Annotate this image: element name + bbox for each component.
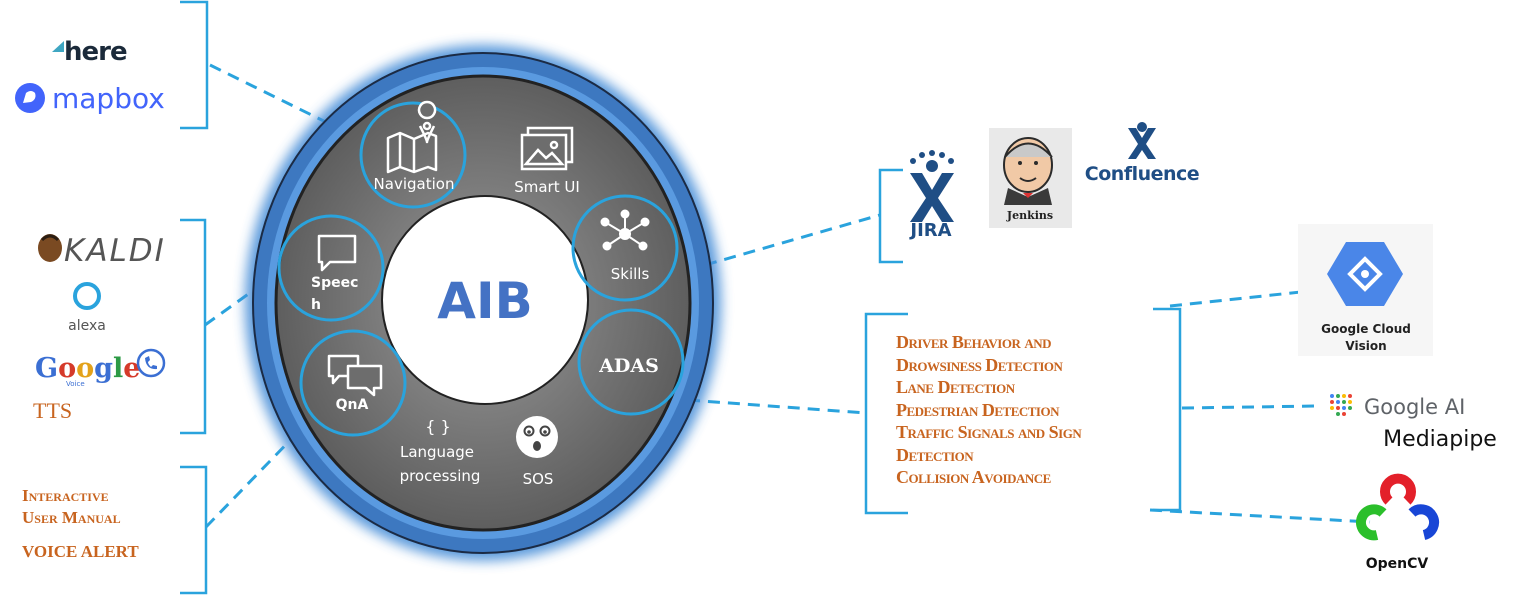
connector-adas: [687, 398, 867, 415]
sos-face-icon: [516, 416, 558, 458]
connector-opencv: [1149, 508, 1371, 524]
adas-feature: Lane Detection: [896, 377, 1015, 397]
jenkins-logo: [989, 128, 1072, 228]
segment-language-line2: processing: [400, 467, 481, 485]
opencv-logo-mark: [1355, 473, 1440, 541]
here-logo: here: [64, 37, 127, 67]
opencv-logo: OpenCV: [1366, 556, 1429, 572]
segment-sos: SOS: [523, 470, 554, 488]
mediapipe-label: Mediapipe: [1383, 427, 1497, 452]
segment-smart-ui: Smart UI: [514, 178, 580, 196]
manual-line1: Interactive: [22, 486, 109, 505]
aib-hub: [245, 45, 721, 561]
connector-manual: [204, 423, 307, 529]
vision-line2: Vision: [1345, 339, 1386, 353]
jira-logo: JIRA: [908, 220, 951, 241]
vision-line1: Google Cloud: [1321, 322, 1411, 336]
here-logo-mark: [52, 41, 64, 52]
bracket-maps: [180, 0, 209, 130]
google-ai-logo-mark: [1330, 394, 1352, 416]
bracket-tools: [878, 168, 903, 264]
speech-bubble-icon: [317, 234, 357, 272]
adas-feature: Drowsiness Detection: [896, 354, 1063, 375]
navigation-circle: [359, 101, 467, 209]
adas-feature-list: Driver Behavior and Drowsiness Detection…: [896, 331, 1166, 489]
google-ai-logo: Google AI: [1364, 395, 1465, 419]
adas-circle: [577, 308, 685, 416]
connector-vision: [1169, 289, 1311, 308]
segment-navigation: Navigation: [374, 175, 455, 193]
manual-line3: VOICE ALERT: [22, 542, 139, 561]
connector-skills-tools: [704, 213, 881, 267]
bracket-manual: [180, 465, 208, 595]
adas-feature: Collision Avoidance: [896, 467, 1051, 487]
kaldi-logo-mark: [38, 234, 62, 262]
adas-feature: Traffic Signals and Sign: [896, 422, 1082, 442]
segment-language-braces: { }: [425, 417, 450, 436]
skills-circle: [571, 194, 679, 302]
segment-speech-line2: h: [311, 297, 321, 313]
alexa-logo: alexa: [68, 318, 106, 334]
hub-title: AIB: [437, 272, 532, 330]
segment-qna: QnA: [336, 397, 369, 413]
segment-speech-line1: Speec: [311, 275, 358, 291]
connector-speech: [204, 268, 283, 327]
tts-label: TTS: [33, 398, 73, 423]
alexa-logo-mark: [73, 282, 101, 310]
connector-maps: [209, 63, 339, 130]
speech-circle: [277, 214, 385, 322]
jira-logo-mark: [910, 150, 954, 222]
adas-feature: Driver Behavior and: [896, 332, 1052, 352]
mapbox-logo: mapbox: [52, 82, 165, 115]
connector-googleai: [1181, 404, 1319, 410]
bracket-speech: [180, 218, 207, 435]
confluence-logo: Confluence: [1085, 163, 1199, 185]
google-voice-logo: Google: [35, 353, 140, 384]
bracket-adas-right: [1153, 307, 1182, 512]
segment-adas: ADAS: [598, 355, 659, 377]
map-icon: [386, 100, 438, 174]
segment-language-line1: Language: [400, 443, 474, 461]
jenkins-label: Jenkins: [1006, 209, 1053, 222]
confluence-logo-mark: [1128, 122, 1156, 159]
segment-skills: Skills: [611, 265, 650, 283]
adas-feature: Pedestrian Detection: [896, 399, 1059, 420]
manual-line2: User Manual: [22, 508, 121, 527]
adas-feature: Detection: [896, 444, 974, 465]
qna-circle: [299, 329, 407, 437]
bracket-adas-left: [864, 312, 908, 515]
google-voice-sub: Voice: [66, 380, 85, 388]
smart-ui-image-icon: [520, 126, 574, 171]
qna-bubbles-icon: [327, 354, 383, 397]
kaldi-logo: KALDI: [64, 233, 166, 269]
phone-icon: [136, 348, 166, 378]
skills-network-icon: [600, 209, 650, 251]
